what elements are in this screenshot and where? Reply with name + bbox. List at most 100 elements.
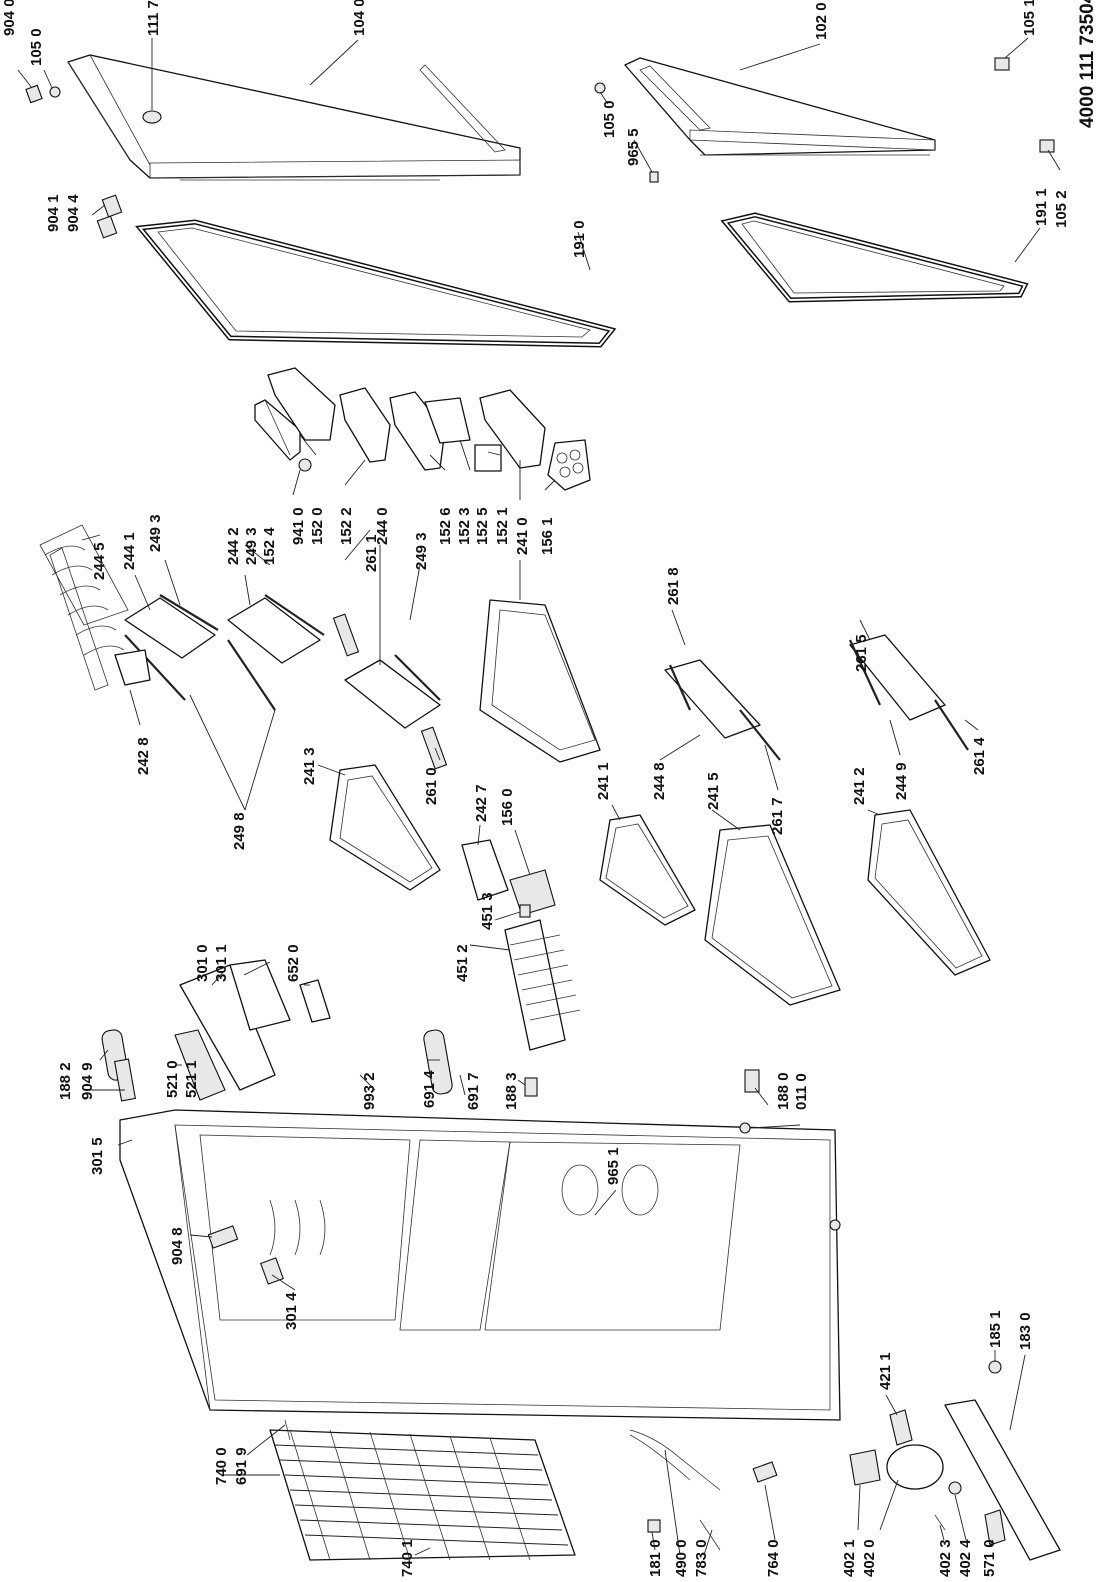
part-label: 152 1 <box>494 507 511 545</box>
part-label: 941 0 <box>290 507 307 545</box>
part-label: 691 7 <box>465 1072 482 1110</box>
part-label: 105 2 <box>1053 190 1070 228</box>
part-label: 261 0 <box>423 767 440 805</box>
part-label: 185 1 <box>987 1310 1004 1348</box>
part-label: 490 0 <box>673 1539 690 1577</box>
part-label: 181 0 <box>647 1539 664 1577</box>
part-label: 241 5 <box>705 772 722 810</box>
part-label: 421 1 <box>877 1352 894 1390</box>
part-label: 242 7 <box>473 784 490 822</box>
part-label: 904 4 <box>65 194 82 232</box>
part-label: 102 0 <box>813 2 830 40</box>
part-label: 152 4 <box>261 527 278 565</box>
top-hardware <box>25 57 1055 239</box>
upper-door-gasket <box>135 219 617 348</box>
part-label: 249 3 <box>243 527 260 565</box>
part-label: 301 0 <box>194 944 211 982</box>
part-label: 152 0 <box>309 507 326 545</box>
part-label: 904 9 <box>79 1062 96 1100</box>
part-label: 105 0 <box>28 28 45 66</box>
part-label: 652 0 <box>285 944 302 982</box>
part-label: 402 0 <box>861 1539 878 1577</box>
part-label: 965 5 <box>625 128 642 166</box>
part-label: 105 1 <box>1021 0 1038 36</box>
part-label: 188 0 <box>775 1072 792 1110</box>
part-label: 402 3 <box>937 1539 954 1577</box>
part-label: 904 0 <box>1 0 18 36</box>
part-label: 740 0 <box>213 1447 230 1485</box>
part-label: 249 3 <box>413 532 430 570</box>
part-label: 521 1 <box>183 1060 200 1098</box>
part-label: 904 8 <box>169 1227 186 1265</box>
part-label: 152 6 <box>437 507 454 545</box>
part-label: 249 8 <box>231 812 248 850</box>
part-label: 261 4 <box>971 737 988 775</box>
condenser <box>269 1419 576 1561</box>
control-panel <box>101 959 760 1149</box>
part-label: 402 1 <box>841 1539 858 1577</box>
lower-door-gasket <box>720 212 1029 303</box>
compressor-parts <box>629 1360 1061 1561</box>
part-label: 451 3 <box>479 892 496 930</box>
part-label: 152 3 <box>456 507 473 545</box>
part-label: 188 3 <box>503 1072 520 1110</box>
part-label: 301 4 <box>283 1292 300 1330</box>
part-label: 152 2 <box>338 507 355 545</box>
freezer-grid <box>504 904 581 1051</box>
part-label: 691 4 <box>421 1070 438 1108</box>
part-label: 241 2 <box>851 767 868 805</box>
glass-shelves <box>114 594 969 770</box>
parts-artwork <box>25 54 1061 1561</box>
part-label: 191 1 <box>1033 188 1050 226</box>
cabinet <box>119 1109 841 1421</box>
part-label: 261 7 <box>769 797 786 835</box>
part-label: 740 1 <box>399 1539 416 1577</box>
leader-lines <box>17 37 1061 1556</box>
part-label: 104 0 <box>351 0 368 36</box>
upper-door <box>67 54 521 181</box>
part-label: 241 1 <box>595 762 612 800</box>
part-label: 188 2 <box>57 1062 74 1100</box>
part-label: 993 2 <box>361 1072 378 1110</box>
part-label: 105 0 <box>601 100 618 138</box>
part-label: 301 1 <box>213 944 230 982</box>
part-label: 521 0 <box>164 1060 181 1098</box>
part-label: 244 2 <box>225 527 242 565</box>
part-label: 111 7 <box>145 0 162 36</box>
part-label: 261 1 <box>363 534 380 572</box>
part-label: 301 5 <box>89 1137 106 1175</box>
drawers <box>329 599 991 1006</box>
part-label: 244 0 <box>374 507 391 545</box>
part-label: 244 8 <box>651 762 668 800</box>
part-label: 241 0 <box>514 517 531 555</box>
part-label: 249 3 <box>147 514 164 552</box>
part-label: 571 0 <box>981 1539 998 1577</box>
part-label: 152 5 <box>474 507 491 545</box>
part-label: 965 1 <box>605 1147 622 1185</box>
part-label: 156 0 <box>499 788 516 826</box>
part-label: 244 1 <box>121 532 138 570</box>
part-label: 451 2 <box>454 944 471 982</box>
part-label: 156 1 <box>539 517 556 555</box>
part-label: 011 0 <box>793 1073 810 1110</box>
door-bins <box>254 367 591 491</box>
wine-rack <box>39 524 129 691</box>
part-label: 261 8 <box>665 567 682 605</box>
part-label: 241 3 <box>301 747 318 785</box>
part-label: 402 4 <box>957 1539 974 1577</box>
document-number: 4000 111 73504 <box>1077 0 1098 128</box>
part-label: 904 1 <box>45 194 62 232</box>
part-label: 261 5 <box>853 634 870 672</box>
part-label: 242 8 <box>135 737 152 775</box>
part-label: 764 0 <box>765 1539 782 1577</box>
part-label: 783 0 <box>693 1539 710 1577</box>
part-label: 191 0 <box>571 220 588 258</box>
part-label: 244 9 <box>893 762 910 800</box>
lower-door <box>624 57 936 156</box>
part-label: 691 9 <box>233 1447 250 1485</box>
part-label: 183 0 <box>1017 1312 1034 1350</box>
part-label: 244 5 <box>91 542 108 580</box>
